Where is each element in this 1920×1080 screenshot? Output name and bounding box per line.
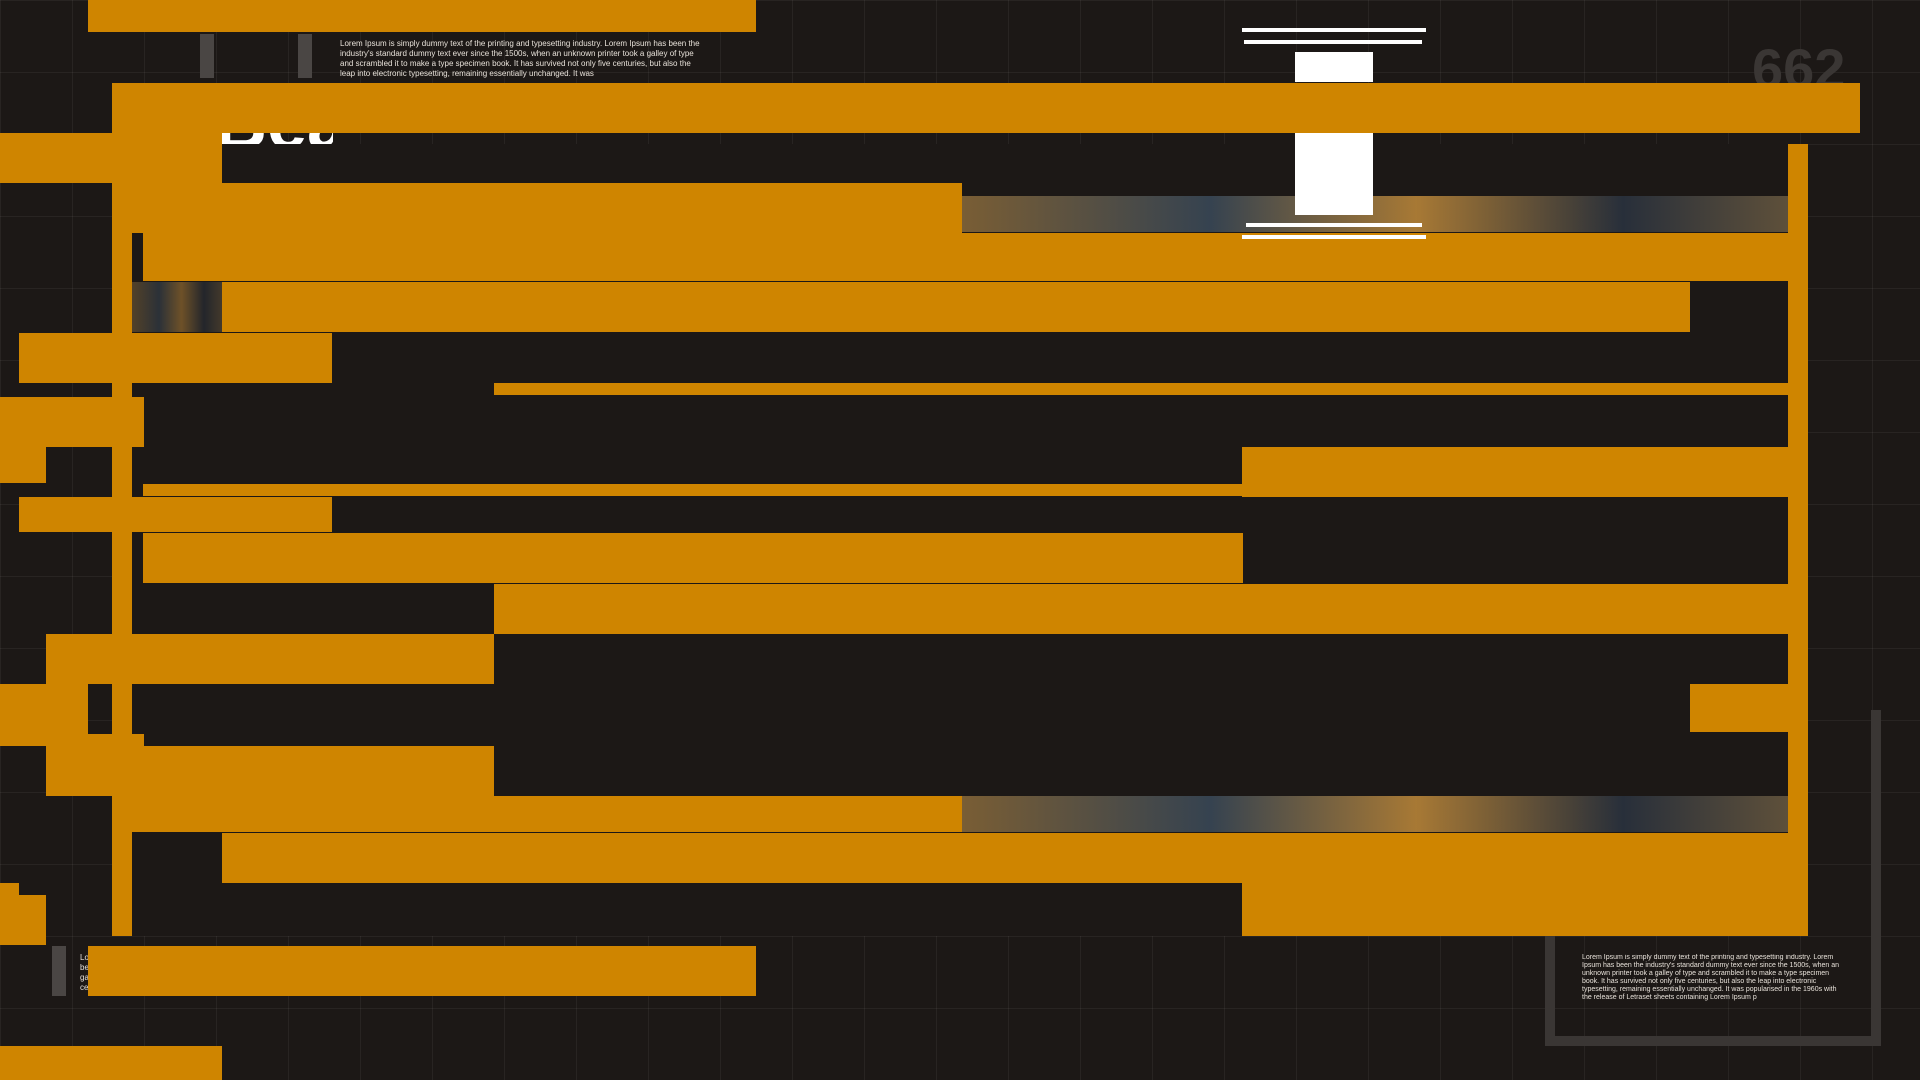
orange-bar <box>494 584 1788 634</box>
panel-left-border <box>112 144 132 936</box>
white-line <box>1244 40 1422 44</box>
orange-bar <box>0 734 144 746</box>
orange-bar <box>143 533 1243 583</box>
orange-bar <box>0 397 144 447</box>
orange-bar <box>0 684 88 734</box>
orange-bar <box>46 634 494 684</box>
orange-bar <box>46 746 494 796</box>
orange-bar <box>1242 883 1788 936</box>
orange-bar <box>1690 684 1788 732</box>
white-line <box>1246 223 1422 227</box>
white-block <box>1295 52 1373 82</box>
orange-bar <box>19 333 332 383</box>
grey-marker <box>52 946 66 996</box>
corner-frame <box>1545 936 1881 1046</box>
white-line <box>1242 28 1426 32</box>
orange-bar <box>0 1046 222 1080</box>
panel-right-border <box>1788 144 1808 936</box>
lorem-text-bottom-right: Lorem Ipsum is simply dummy text of the … <box>1582 954 1839 1001</box>
lorem-text-top: Lorem Ipsum is simply dummy text of the … <box>340 39 700 78</box>
white-block <box>1295 133 1373 215</box>
orange-bar <box>19 497 332 532</box>
orange-bar <box>132 183 962 233</box>
orange-bar <box>88 946 756 996</box>
lorem-text-bottom-left: Lo be ga ce <box>80 953 89 992</box>
orange-bar <box>0 895 46 945</box>
photo-strip <box>132 282 222 332</box>
orange-bar <box>494 383 1788 395</box>
orange-bar <box>222 282 1690 332</box>
orange-bar <box>222 833 1788 883</box>
orange-bar <box>0 447 46 483</box>
orange-bar <box>143 233 1788 281</box>
orange-bar <box>88 0 756 32</box>
grey-marker <box>298 34 312 78</box>
orange-bar <box>112 83 1860 133</box>
orange-bar <box>143 484 1243 496</box>
orange-bar <box>0 883 19 895</box>
white-line <box>1242 235 1426 239</box>
orange-bar <box>1242 447 1788 497</box>
orange-bar <box>132 796 962 832</box>
grey-marker <box>200 34 214 78</box>
photo-strip <box>962 796 1788 832</box>
orange-bar <box>0 133 222 183</box>
